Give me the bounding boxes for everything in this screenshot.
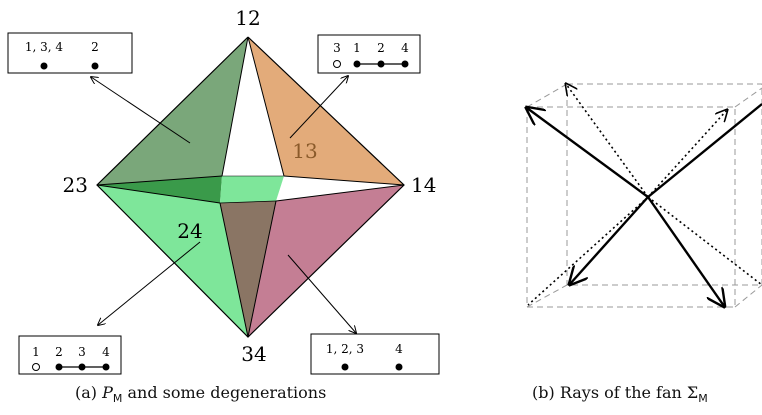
vertex-label-right: 14 xyxy=(411,173,436,197)
arrow-top-left xyxy=(91,77,191,144)
edge-bottom-inner-right xyxy=(247,200,277,338)
inset-bottom-left-label-1: 1 xyxy=(32,345,40,359)
caption-b-symbol: Σ xyxy=(686,383,699,402)
face-bottom-middle xyxy=(220,201,276,337)
ray-solid xyxy=(647,103,762,198)
octahedron xyxy=(96,36,405,338)
cube-diagram xyxy=(527,84,762,307)
arrow-bottom-right xyxy=(287,254,356,333)
edge-left-front xyxy=(96,184,221,204)
caption-b-prefix: (b) xyxy=(532,383,555,402)
arrow-top-right xyxy=(289,76,348,139)
cube-edge xyxy=(734,284,762,308)
inset-bottom-right-label-1: 1, 2, 3 xyxy=(326,342,364,356)
vertex-label-back: 13 xyxy=(292,139,317,163)
inset-dot xyxy=(91,62,99,70)
inset-dot xyxy=(395,363,403,371)
inset-bottom-right-label-2: 4 xyxy=(395,342,403,356)
vertex-label-left: 23 xyxy=(63,173,88,197)
ray-dotted xyxy=(647,110,727,198)
edge-right-front xyxy=(275,184,405,202)
arrow-bottom-left xyxy=(98,241,201,325)
inset-top-right-label-4: 4 xyxy=(401,41,409,55)
caption-a-prefix: (a) xyxy=(75,383,98,402)
ray-dotted xyxy=(566,84,649,198)
edge-bottom-inner-left xyxy=(219,202,249,338)
ray-solid xyxy=(527,108,649,198)
interior-white xyxy=(220,37,284,203)
inset-open-dot xyxy=(333,60,341,68)
ray-solid xyxy=(570,196,649,284)
inset-top-left-label-2: 2 xyxy=(91,40,99,54)
inset-dot xyxy=(353,60,361,68)
face-band-light xyxy=(220,176,284,203)
ray-solid xyxy=(647,196,724,306)
inset-dot xyxy=(78,363,86,371)
caption-a-suffix: and some degenerations xyxy=(127,383,327,402)
inset-top-left: 1, 3, 4 2 xyxy=(7,32,133,74)
inset-dot xyxy=(102,363,110,371)
inset-bottom-left-label-3: 3 xyxy=(78,345,86,359)
cube-back-face xyxy=(566,83,762,286)
caption-a-symbol: P xyxy=(102,383,113,402)
inset-bottom-left-label-4: 4 xyxy=(102,345,110,359)
inset-top-right-label-3: 2 xyxy=(377,41,385,55)
vertex-label-bottom: 34 xyxy=(241,342,266,366)
inset-bottom-left-label-2: 2 xyxy=(55,345,63,359)
cube-edge xyxy=(526,83,568,108)
inset-dot xyxy=(341,363,349,371)
cube-edge xyxy=(526,284,568,308)
edge-front-mid xyxy=(219,200,277,204)
edge-top-inner-right xyxy=(247,36,285,177)
inset-dot xyxy=(377,60,385,68)
inset-dot xyxy=(55,363,63,371)
edge-left-inner xyxy=(96,175,223,186)
inset-top-right: 3 1 2 4 xyxy=(317,34,421,74)
inset-top-left-label-1: 1, 3, 4 xyxy=(25,40,64,54)
cube-front-face xyxy=(526,106,736,308)
vertex-label-top: 12 xyxy=(235,6,260,30)
inset-open-dot xyxy=(32,363,40,371)
vertex-label-front: 24 xyxy=(177,219,202,243)
caption-b-subscript: M xyxy=(698,392,708,406)
inset-top-right-label-1: 3 xyxy=(333,41,341,55)
edge-right-inner xyxy=(283,175,405,186)
ray-dotted xyxy=(527,196,649,306)
inset-bottom-left: 1 2 3 4 xyxy=(18,335,122,375)
caption-b-text: Rays of the fan xyxy=(559,383,682,402)
edge-top-inner-left xyxy=(221,36,249,177)
caption-a-subscript: M xyxy=(112,392,123,406)
inset-bottom-right: 1, 2, 3 4 xyxy=(310,333,440,375)
cube-edge xyxy=(734,87,762,108)
caption-b: (b) Rays of the fan ΣM xyxy=(532,383,708,405)
inset-top-right-label-2: 1 xyxy=(353,41,361,55)
inset-dot xyxy=(401,60,409,68)
inset-dot xyxy=(40,62,48,70)
ray-dotted xyxy=(647,196,762,286)
caption-a: (a) PM and some degenerations xyxy=(75,383,326,405)
